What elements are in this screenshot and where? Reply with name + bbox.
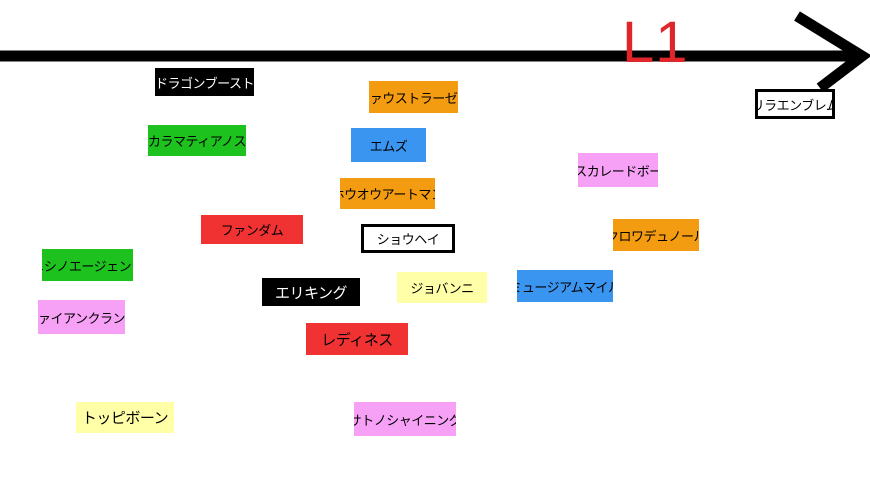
label-shouhei: ショウヘイ [361,224,455,253]
label-houou-artman: ホウオウアートマン [340,178,435,209]
label-emuz: エムズ [351,128,426,162]
label-toppy-bone: トッピボーン [76,402,174,433]
label-giovanni: ジョバンニ [397,272,487,303]
label-nishino-agent: ニシノエージェント [42,249,133,281]
label-ladyness: レディネス [306,323,408,355]
label-crowdennoir: クロワデュノール [613,219,699,251]
label-museum-mile: ミュージアムマイル [517,270,613,302]
axis-label: L1 [622,10,689,75]
label-fandam: ファンダム [201,215,303,244]
arrow-head [794,11,870,93]
label-dragon-boost: ドラゴンブースト [155,68,254,96]
label-fire-anklands: ファイアンクランツ [38,300,125,334]
label-eriking: エリキング [262,278,360,306]
label-lierre-emblem: リラエンブレム [755,89,835,119]
label-faust-rasen: ファウストラーゼン [369,81,458,113]
label-satono-shining: サトノシャイニング [354,402,456,436]
label-karamatei-anos: カラマティアノス [148,125,246,156]
label-masquerade-ball: マスカレードボール [578,153,658,187]
